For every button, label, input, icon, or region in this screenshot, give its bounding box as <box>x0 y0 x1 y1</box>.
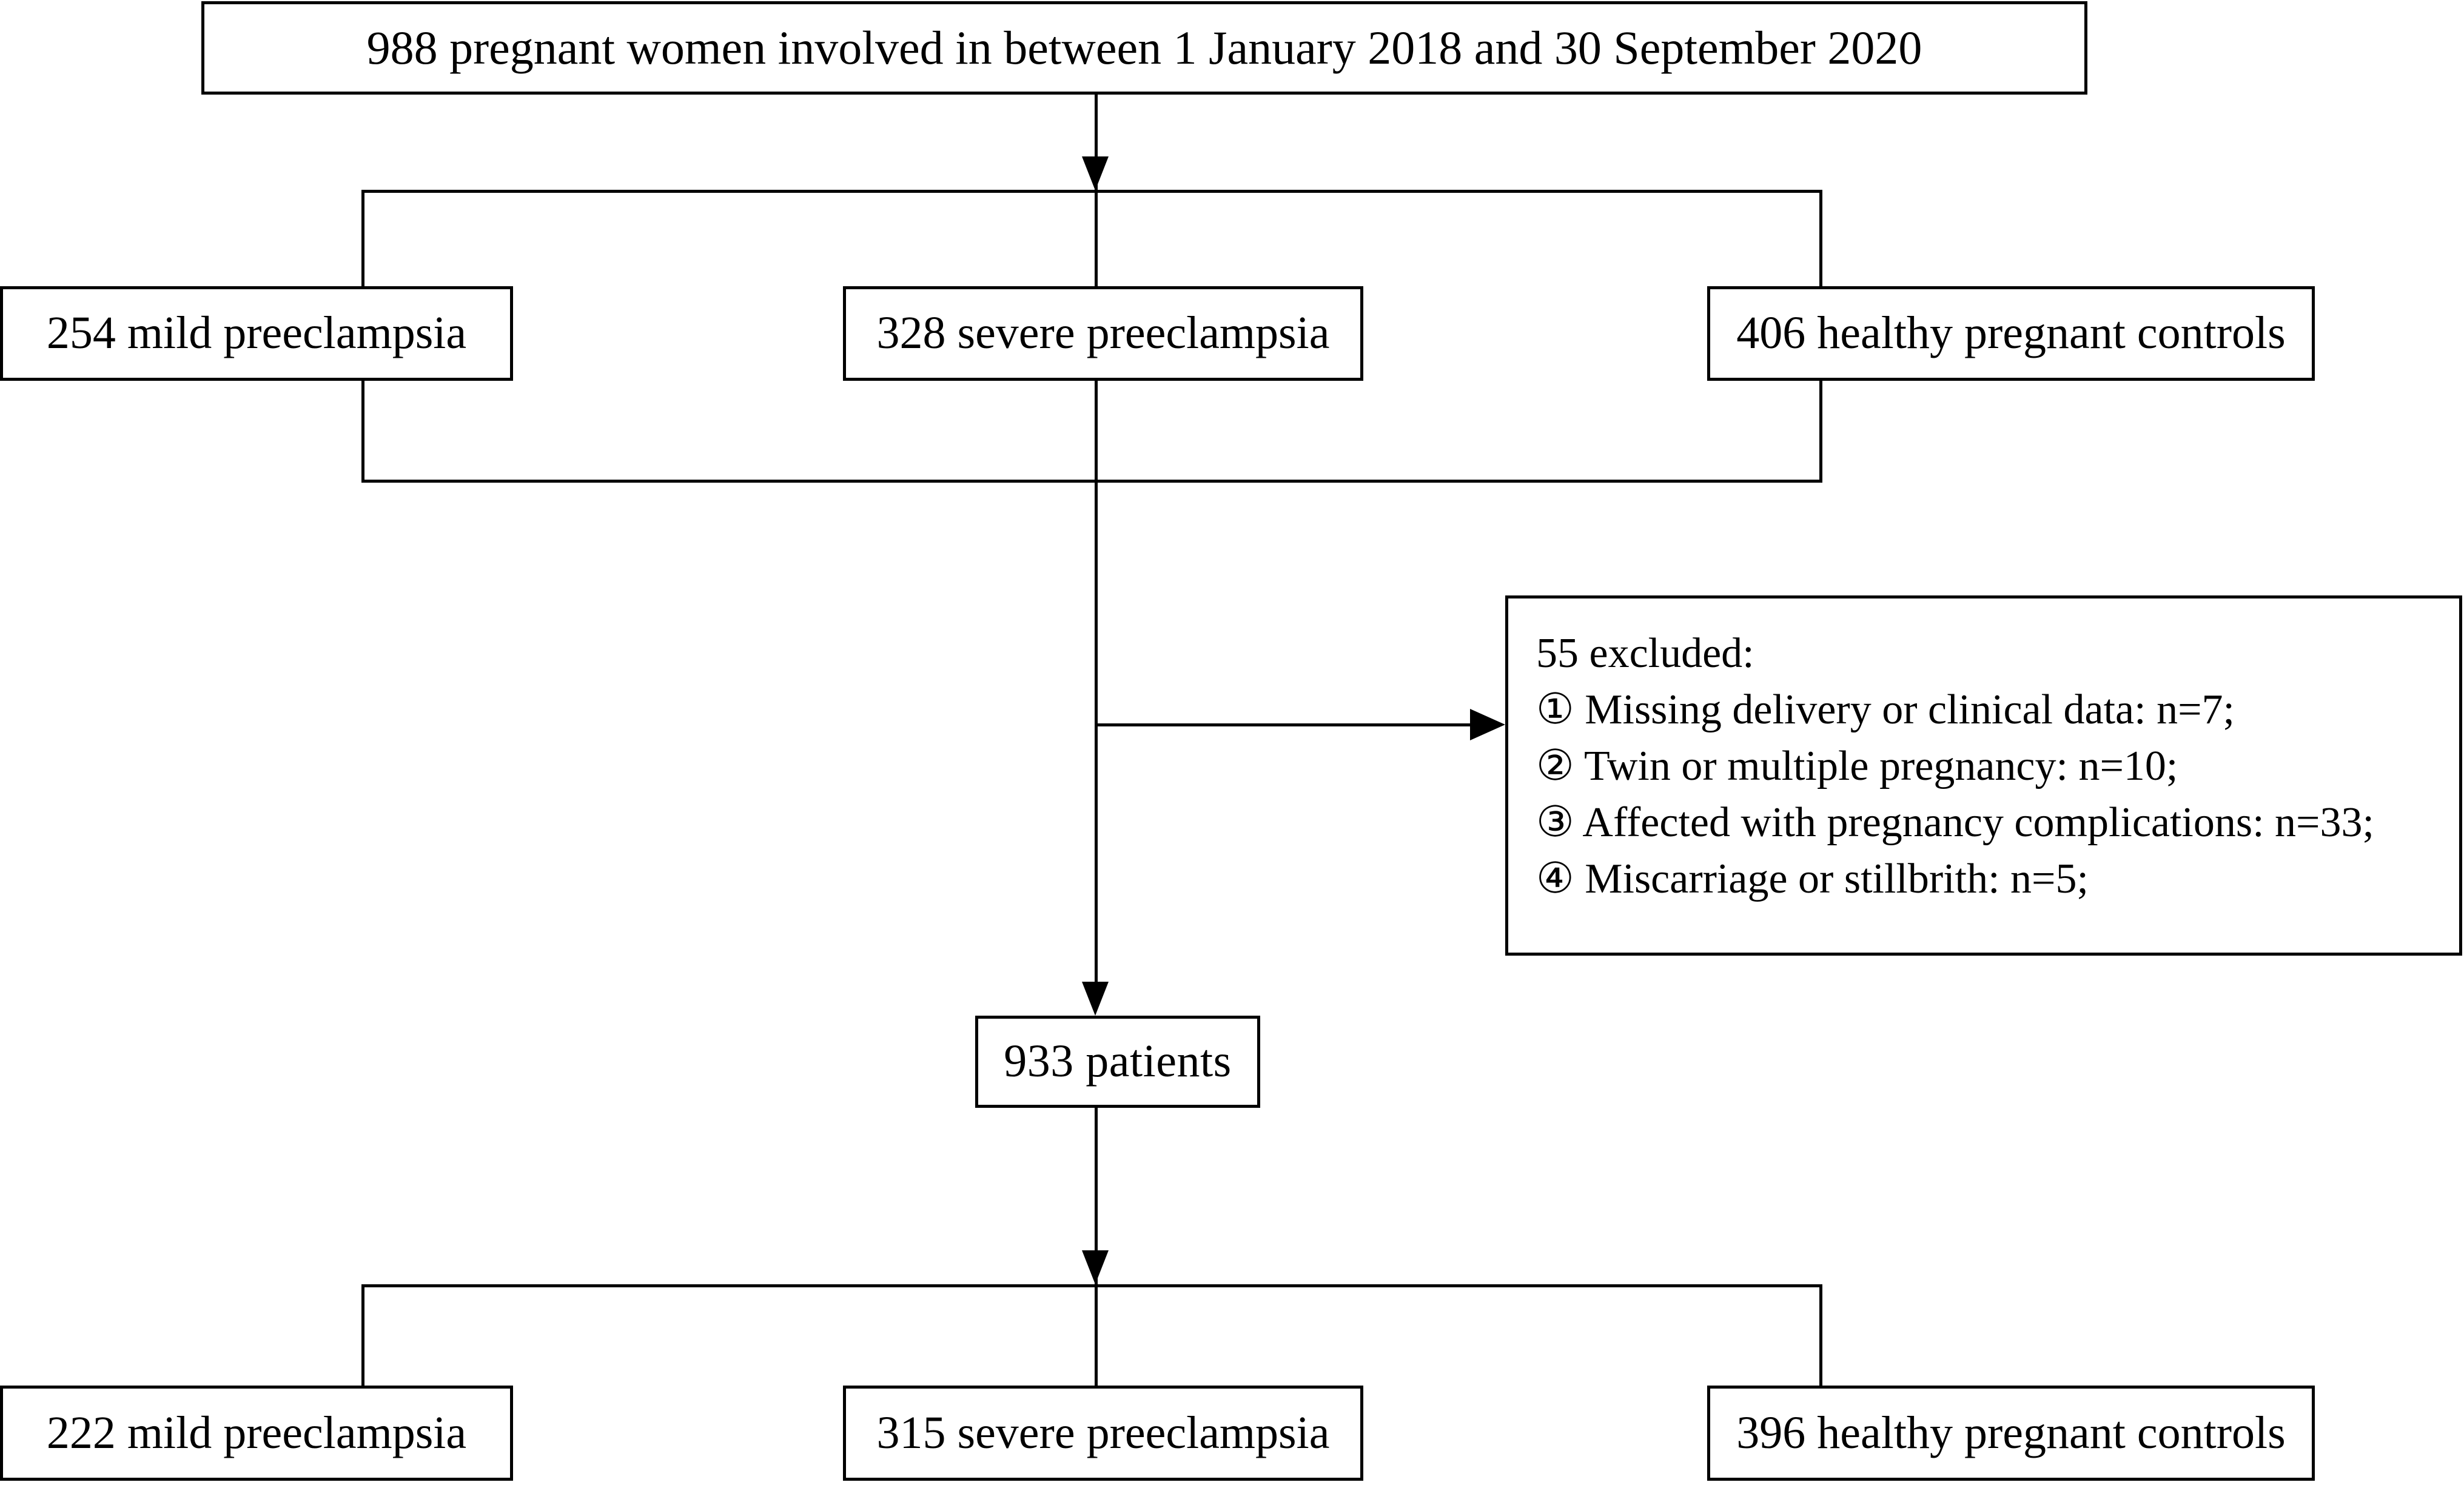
final-group-healthy-controls-box: 396 healthy pregnant controls <box>1707 1386 2315 1481</box>
connector-row4-leg-left <box>361 1284 364 1386</box>
final-group-healthy-controls-label: 396 healthy pregnant controls <box>1736 1407 2286 1458</box>
exclusion-reason-4: ④ Miscarriage or stillbrith: n=5; <box>1536 856 2089 903</box>
arrowhead-final-split-down-icon <box>1082 1250 1109 1284</box>
connector-row2-drop-middle <box>1095 381 1098 483</box>
initial-group-severe-preeclampsia-label: 328 severe preeclampsia <box>876 307 1330 359</box>
exclusion-reason-3: ③ Affected with pregnancy complications:… <box>1536 799 2374 846</box>
arrowhead-spine-down-icon <box>1082 982 1109 1016</box>
connector-row2-leg-middle <box>1095 190 1098 287</box>
connector-row2-bracket-bar <box>361 190 1822 193</box>
initial-group-severe-preeclampsia-box: 328 severe preeclampsia <box>843 286 1363 381</box>
exclusions-heading: 55 excluded: <box>1536 630 1754 677</box>
final-group-mild-preeclampsia-label: 222 mild preeclampsia <box>46 1407 467 1458</box>
connector-row4-leg-middle <box>1095 1284 1098 1386</box>
analyzed-patients-label: 933 patients <box>1004 1036 1232 1087</box>
connector-row2-drop-right <box>1819 381 1822 483</box>
connector-row2-drop-left <box>361 381 364 483</box>
exclusion-reason-2: ② Twin or multiple pregnancy: n=10; <box>1536 743 2178 790</box>
initial-group-healthy-controls-label: 406 healthy pregnant controls <box>1736 307 2286 359</box>
final-group-severe-preeclampsia-label: 315 severe preeclampsia <box>876 1407 1330 1458</box>
connector-row4-leg-right <box>1819 1284 1822 1386</box>
connector-exclusion-line <box>1096 723 1470 726</box>
arrowhead-enrollment-down-icon <box>1082 156 1109 190</box>
exclusion-reason-1: ① Missing delivery or clinical data: n=7… <box>1536 686 2235 734</box>
connector-row2-leg-left <box>361 190 364 287</box>
initial-group-mild-preeclampsia-box: 254 mild preeclampsia <box>0 286 513 381</box>
final-group-severe-preeclampsia-box: 315 severe preeclampsia <box>843 1386 1363 1481</box>
connector-patients-stem <box>1095 1108 1098 1314</box>
arrowhead-exclusion-right-icon <box>1470 709 1505 740</box>
initial-group-healthy-controls-box: 406 healthy pregnant controls <box>1707 286 2315 381</box>
connector-row2-leg-right <box>1819 190 1822 287</box>
connector-main-spine <box>1095 480 1098 989</box>
initial-group-mild-preeclampsia-label: 254 mild preeclampsia <box>46 307 467 359</box>
connector-row2-merge-bar <box>361 480 1822 483</box>
connector-row4-bracket-bar <box>361 1284 1822 1287</box>
analyzed-patients-box: 933 patients <box>975 1016 1260 1108</box>
enrollment-box: 988 pregnant women involved in between 1… <box>201 1 2087 95</box>
exclusions-box: 55 excluded: ① Missing delivery or clini… <box>1505 595 2462 956</box>
final-group-mild-preeclampsia-box: 222 mild preeclampsia <box>0 1386 513 1481</box>
enrollment-label: 988 pregnant women involved in between 1… <box>366 21 1922 75</box>
